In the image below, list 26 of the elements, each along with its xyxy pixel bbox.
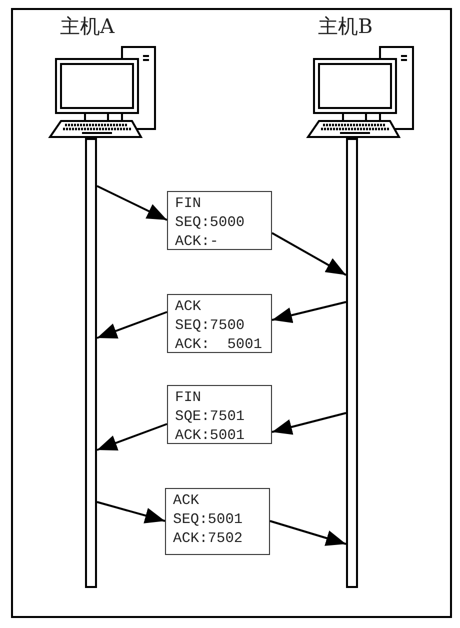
message-field: SEQ:5000 [175, 214, 245, 233]
message-field: ACK:- [175, 233, 219, 252]
message-box [167, 294, 272, 353]
host-label: 主机B [318, 14, 373, 38]
message-field: ACK: 5001 [175, 336, 262, 355]
message-field: ACK:7502 [173, 530, 243, 549]
message-field: FIN [175, 195, 202, 214]
message-field: ACK [175, 298, 202, 317]
message-box [167, 385, 272, 444]
arrow [96, 185, 168, 221]
arrow [270, 520, 346, 546]
arrow [272, 301, 346, 324]
message-box [165, 488, 270, 555]
arrow [96, 311, 168, 339]
message-field: SQE:7501 [175, 408, 245, 427]
message-box [167, 191, 272, 250]
arrow [96, 501, 166, 524]
arrow [96, 423, 168, 451]
message-field: ACK [173, 492, 200, 511]
message-field: SEQ:7500 [175, 317, 245, 336]
message-field: FIN [175, 389, 202, 408]
host-label: 主机A [60, 14, 114, 38]
arrow [272, 412, 346, 435]
arrow [272, 232, 346, 276]
message-field: SEQ:5001 [173, 511, 243, 530]
message-field: ACK:5001 [175, 427, 245, 446]
